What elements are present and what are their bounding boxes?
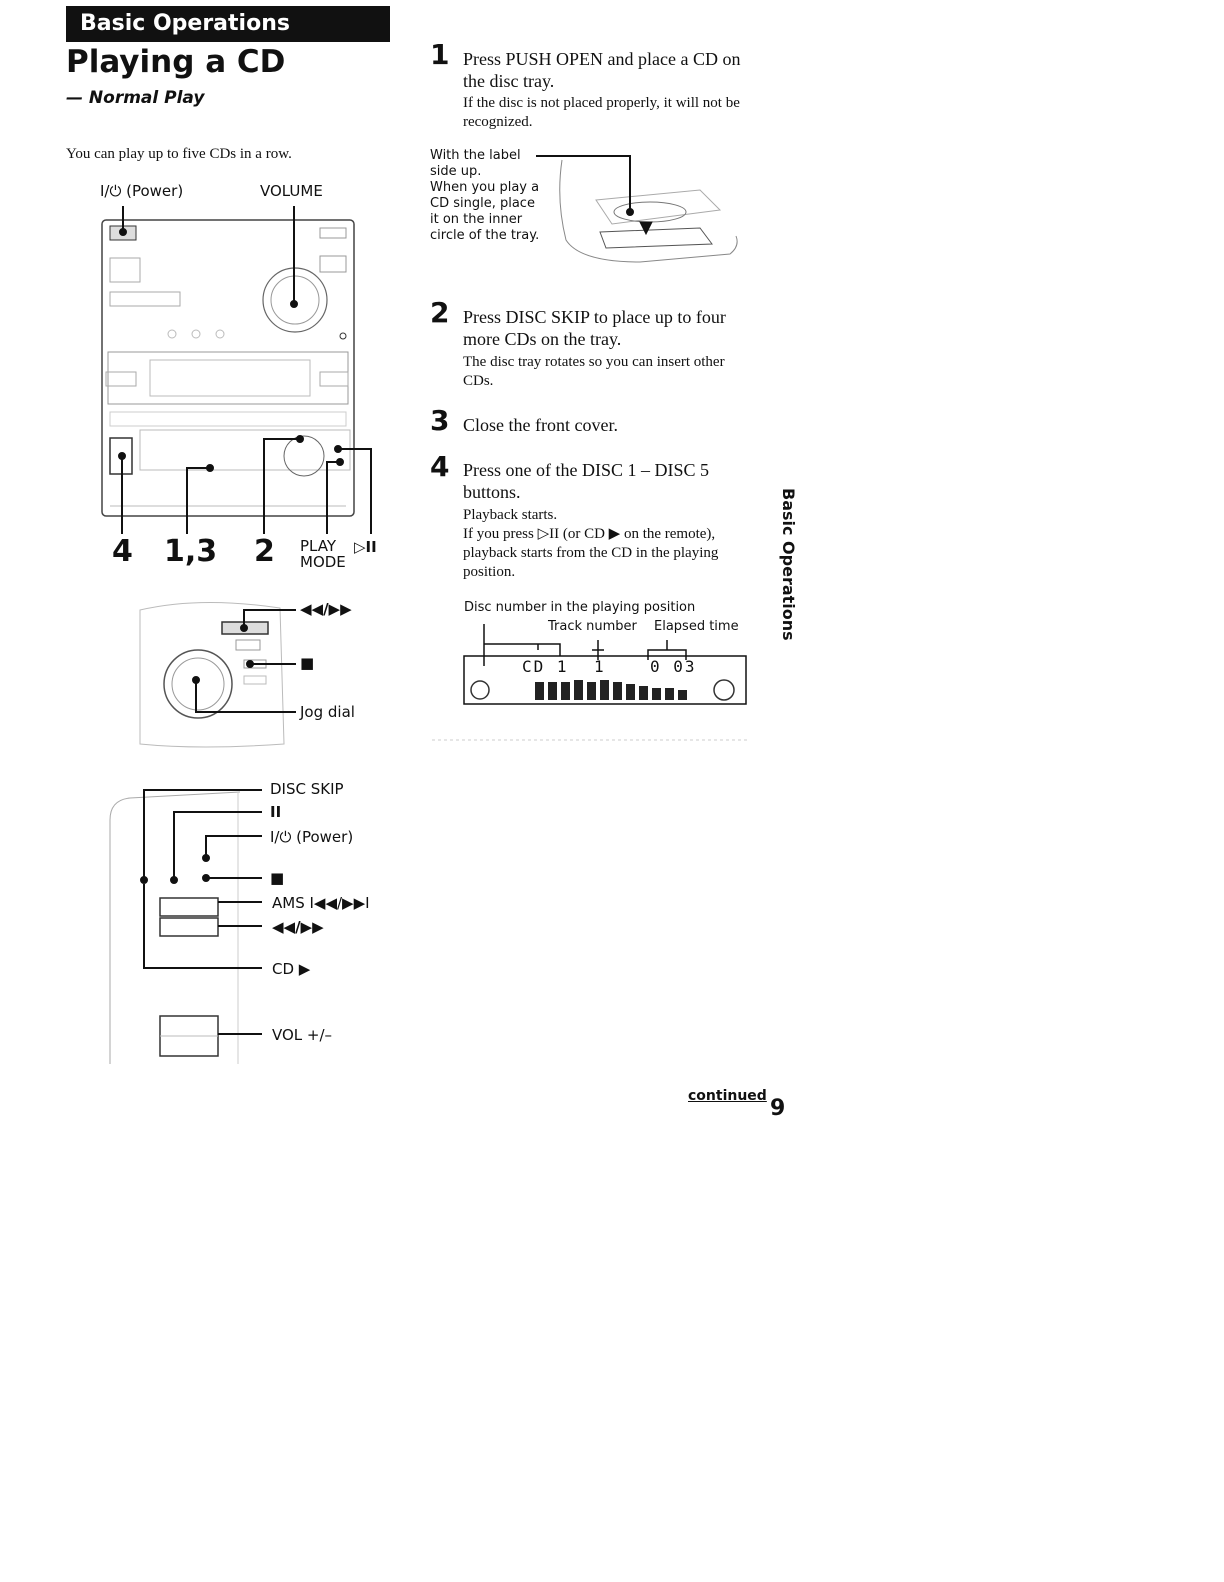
step-1-number: 1 bbox=[430, 38, 450, 71]
remote-pause-label: II bbox=[270, 803, 282, 821]
step-1-title: Press PUSH OPEN and place a CD on the di… bbox=[463, 49, 741, 91]
step-3-number: 3 bbox=[430, 404, 450, 437]
step-4-title: Press one of the DISC 1 – DISC 5 buttons… bbox=[463, 460, 709, 502]
callout-4: 4 bbox=[112, 534, 133, 569]
step-4-number: 4 bbox=[430, 450, 450, 483]
page-title: Playing a CD bbox=[66, 44, 286, 80]
side-tab: Basic Operations bbox=[776, 488, 804, 648]
display-readout-time: 0 03 bbox=[650, 657, 697, 676]
remote-search-label: ◀◀/▶▶ bbox=[272, 918, 324, 936]
tray-caption: With the label side up. When you play a … bbox=[430, 148, 540, 243]
disc-tray-illustration bbox=[559, 159, 738, 263]
page-number: 9 bbox=[770, 1096, 786, 1121]
step-2-title: Press DISC SKIP to place up to four more… bbox=[463, 307, 726, 349]
display-disc-label: Disc number in the playing position bbox=[464, 600, 696, 615]
play-pause-label: ▷II bbox=[354, 538, 377, 556]
callout-2: 2 bbox=[254, 534, 275, 569]
jog-stop-label: ■ bbox=[300, 654, 315, 672]
remote-disc-skip-label: DISC SKIP bbox=[270, 780, 344, 798]
jog-search-label: ◀◀/▶▶ bbox=[300, 600, 352, 618]
display-time-label: Elapsed time bbox=[654, 619, 739, 634]
main-unit-illustration bbox=[101, 219, 355, 517]
level-meter bbox=[535, 680, 687, 700]
display-readout-track: 1 bbox=[594, 657, 604, 676]
intro-text: You can play up to five CDs in a row. bbox=[66, 146, 292, 162]
step-2-note: The disc tray rotates so you can insert … bbox=[463, 354, 725, 389]
side-tab-label: Basic Operations bbox=[779, 488, 798, 641]
remote-stop-label: ■ bbox=[270, 869, 285, 887]
remote-cd-play-label: CD ▶ bbox=[272, 960, 311, 978]
remote-power-label: I/⏻ (Power) bbox=[270, 828, 354, 846]
display-track-label: Track number bbox=[548, 619, 637, 634]
page-subtitle: — Normal Play bbox=[66, 88, 205, 108]
step-1-note: If the disc is not placed properly, it w… bbox=[463, 95, 740, 130]
jog-dial-illustration bbox=[139, 602, 285, 748]
display-readout-disc: CD 1 bbox=[522, 657, 569, 676]
callout-1-3: 1,3 bbox=[164, 534, 218, 569]
step-2-number: 2 bbox=[430, 296, 450, 329]
volume-label: VOLUME bbox=[260, 182, 323, 200]
jog-dial-label: Jog dial bbox=[300, 703, 355, 721]
step-3-title: Close the front cover. bbox=[463, 415, 618, 435]
play-mode-label: PLAY MODE bbox=[300, 537, 346, 571]
continued-label: continued bbox=[688, 1088, 767, 1104]
section-banner: Basic Operations bbox=[66, 6, 390, 42]
jog-illus bbox=[283, 435, 325, 477]
display-illustration bbox=[463, 624, 747, 705]
power-label: I/⏻ (Power) bbox=[100, 182, 184, 200]
step-4-note: Playback starts. If you press ▷II (or CD… bbox=[463, 507, 719, 580]
remote-vol-label: VOL +/– bbox=[272, 1026, 333, 1044]
remote-ams-label: AMS I◀◀/▶▶I bbox=[272, 894, 370, 912]
